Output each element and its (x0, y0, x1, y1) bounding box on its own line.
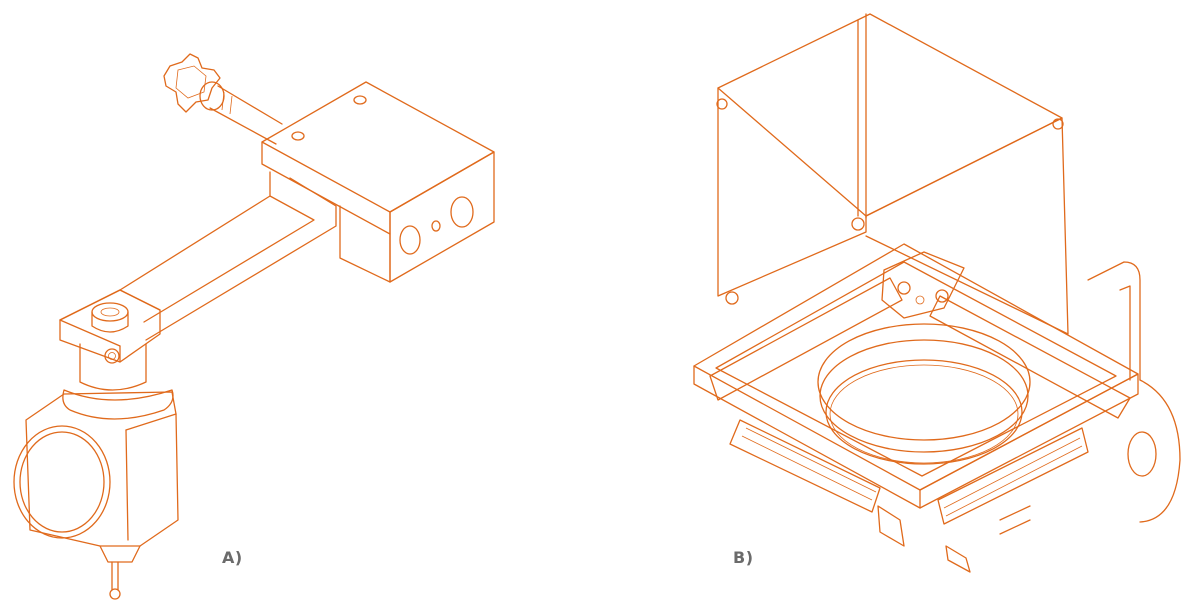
light-frame (693, 243, 1139, 509)
clamp-block (261, 81, 495, 283)
side-bracket (1087, 261, 1181, 523)
lens-ring (817, 323, 1031, 465)
panel-label-a: A) (222, 548, 243, 567)
led-array-left (729, 419, 881, 513)
cross-bars (709, 251, 1131, 419)
probe-body (13, 391, 179, 600)
threaded-rod (209, 85, 283, 145)
bottom-supports (877, 505, 1031, 573)
led-array-right (937, 427, 1089, 525)
probe-clamp-assembly (13, 53, 495, 600)
panel-label-b: B) (733, 548, 754, 567)
probe-neck (62, 343, 174, 420)
camera-housing (716, 13, 1069, 335)
star-knob (163, 53, 225, 113)
arm-end-block (59, 289, 161, 364)
vision-head-assembly (693, 13, 1181, 573)
